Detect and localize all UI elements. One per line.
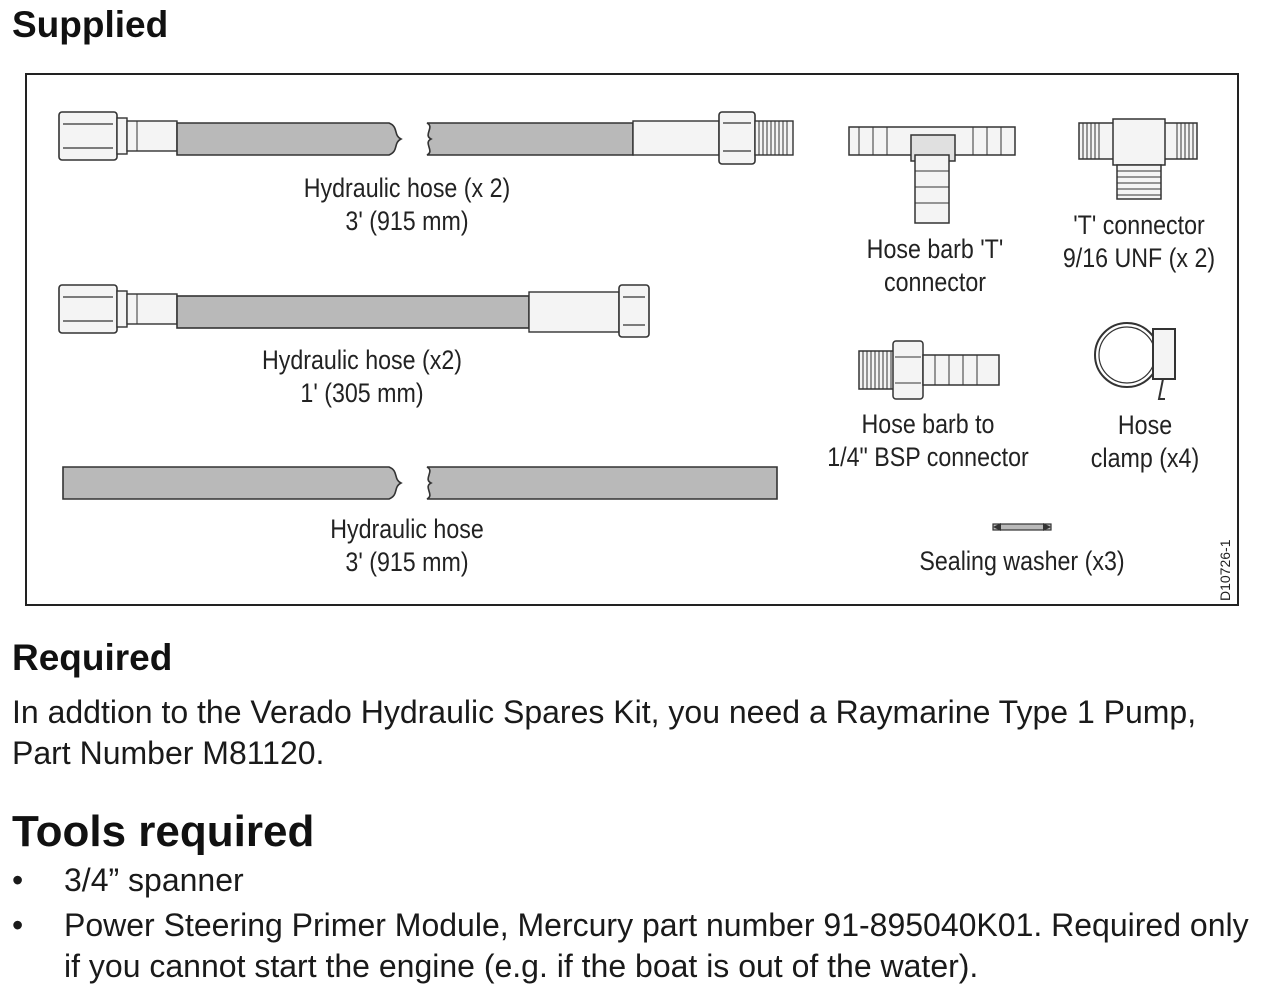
hydraulic-hose-3ft-fitted	[58, 111, 794, 165]
bullet: •	[12, 862, 24, 898]
label-hose-1: Hydraulic hose (x 2) 3' (915 mm)	[303, 173, 511, 236]
label-hose-clamp: Hose clamp (x4)	[1090, 410, 1200, 473]
list-item: • Power Steering Primer Module, Mercury …	[0, 905, 1250, 987]
required-heading: Required	[12, 637, 173, 678]
bullet: •	[12, 907, 24, 943]
hose-clamp-drawing	[1094, 322, 1176, 400]
label-t-connector: 'T' connector 9/16 UNF (x 2)	[1062, 210, 1216, 273]
list-item-text: 3/4” spanner	[64, 862, 244, 898]
label-hose-barb-bsp: Hose barb to 1/4" BSP connector	[827, 409, 1029, 472]
list-item-text: Power Steering Primer Module, Mercury pa…	[64, 907, 1249, 984]
tools-list: • 3/4” spanner • Power Steering Primer M…	[0, 860, 1250, 991]
label-hose-3: Hydraulic hose 3' (915 mm)	[330, 514, 484, 577]
supplied-heading: Supplied	[12, 4, 169, 45]
hydraulic-hose-1ft-fitted	[58, 284, 650, 338]
hose-barb-t-connector	[848, 126, 1016, 224]
list-item: • 3/4” spanner	[0, 860, 1250, 901]
hydraulic-hose-plain	[62, 466, 778, 500]
supplied-parts-figure: Hydraulic hose (x 2) 3' (915 mm) Hydraul…	[25, 73, 1239, 606]
t-connector-unf	[1078, 118, 1198, 200]
label-hose-barb-t: Hose barb 'T' connector	[866, 234, 1004, 297]
parts-illustration	[58, 111, 1198, 531]
label-sealing-washer: Sealing washer (x3)	[919, 546, 1125, 576]
hose-barb-bsp-connector	[858, 340, 1000, 400]
sealing-washer-drawing	[992, 523, 1052, 531]
figure-id: D10726-1	[1217, 539, 1233, 602]
label-hose-2: Hydraulic hose (x2) 1' (305 mm)	[261, 345, 463, 408]
required-text: In addtion to the Verado Hydraulic Spare…	[12, 694, 1197, 771]
tools-heading: Tools required	[12, 807, 315, 856]
